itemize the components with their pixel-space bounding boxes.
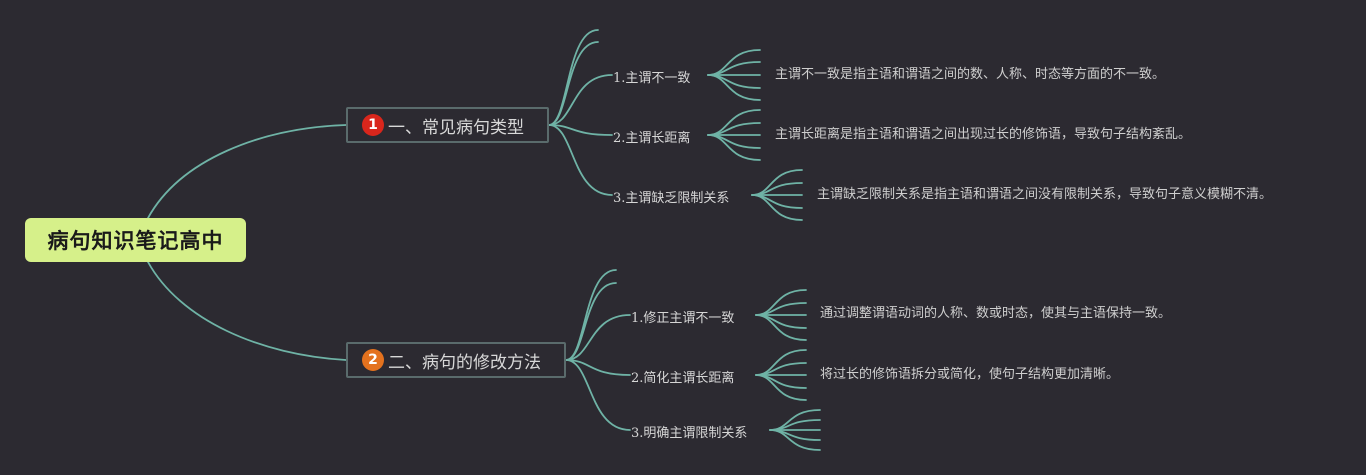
root-to-branch-1-line xyxy=(147,124,347,219)
subtopic-note[interactable]: 主谓缺乏限制关系是指主语和谓语之间没有限制关系，导致句子意义模糊不清。 xyxy=(817,187,1273,202)
subtopic-note[interactable]: 主谓不一致是指主语和谓语之间的数、人称、时态等方面的不一致。 xyxy=(775,67,1166,82)
subtopic-to-note-line xyxy=(769,419,821,431)
branch-correction-methods[interactable]: 2 二、病句的修改方法 xyxy=(346,342,566,378)
branch-2-to-subtopic-line xyxy=(565,359,631,376)
branch-1-strand xyxy=(548,41,599,126)
subtopic-to-note-line xyxy=(707,74,761,101)
branch-2-to-subtopic-line xyxy=(565,359,631,431)
subtopic-label[interactable]: 3.主谓缺乏限制关系 xyxy=(613,191,730,206)
branch-1-to-subtopic-line xyxy=(548,124,613,196)
subtopic-to-note-line xyxy=(751,194,803,221)
root-topic[interactable]: 病句知识笔记高中 xyxy=(25,218,246,262)
branch-1-to-subtopic-line xyxy=(548,74,613,126)
branch-common-error-types[interactable]: 1 一、常见病句类型 xyxy=(346,107,549,143)
subtopic-label[interactable]: 1.修正主谓不一致 xyxy=(631,311,735,326)
branch-1-to-subtopic-line xyxy=(548,124,613,136)
branch-2-to-subtopic-line xyxy=(565,314,631,361)
priority-2-badge: 2 xyxy=(362,349,384,371)
branch-title: 二、病句的修改方法 xyxy=(388,352,541,373)
root-title: 病句知识笔记高中 xyxy=(47,229,224,253)
subtopic-label[interactable]: 1.主谓不一致 xyxy=(613,71,691,86)
branch-2-strand xyxy=(565,282,617,361)
priority-1-badge: 1 xyxy=(362,114,384,136)
subtopic-note[interactable]: 将过长的修饰语拆分或简化，使句子结构更加清晰。 xyxy=(820,367,1120,382)
subtopic-to-note-line xyxy=(707,134,761,161)
branch-title: 一、常见病句类型 xyxy=(388,117,524,138)
subtopic-to-note-line xyxy=(769,429,821,451)
branch-2-strand xyxy=(565,269,617,361)
subtopic-note[interactable]: 通过调整谓语动词的人称、数或时态，使其与主语保持一致。 xyxy=(820,306,1172,321)
subtopic-label[interactable]: 2.主谓长距离 xyxy=(613,131,691,146)
subtopic-note[interactable]: 主谓长距离是指主语和谓语之间出现过长的修饰语，导致句子结构紊乱。 xyxy=(775,127,1192,142)
subtopic-label[interactable]: 3.明确主谓限制关系 xyxy=(631,426,748,441)
subtopic-label[interactable]: 2.简化主谓长距离 xyxy=(631,371,735,386)
root-to-branch-2-line xyxy=(147,261,347,361)
subtopic-to-note-line xyxy=(755,314,807,341)
subtopic-to-note-line xyxy=(755,374,807,401)
